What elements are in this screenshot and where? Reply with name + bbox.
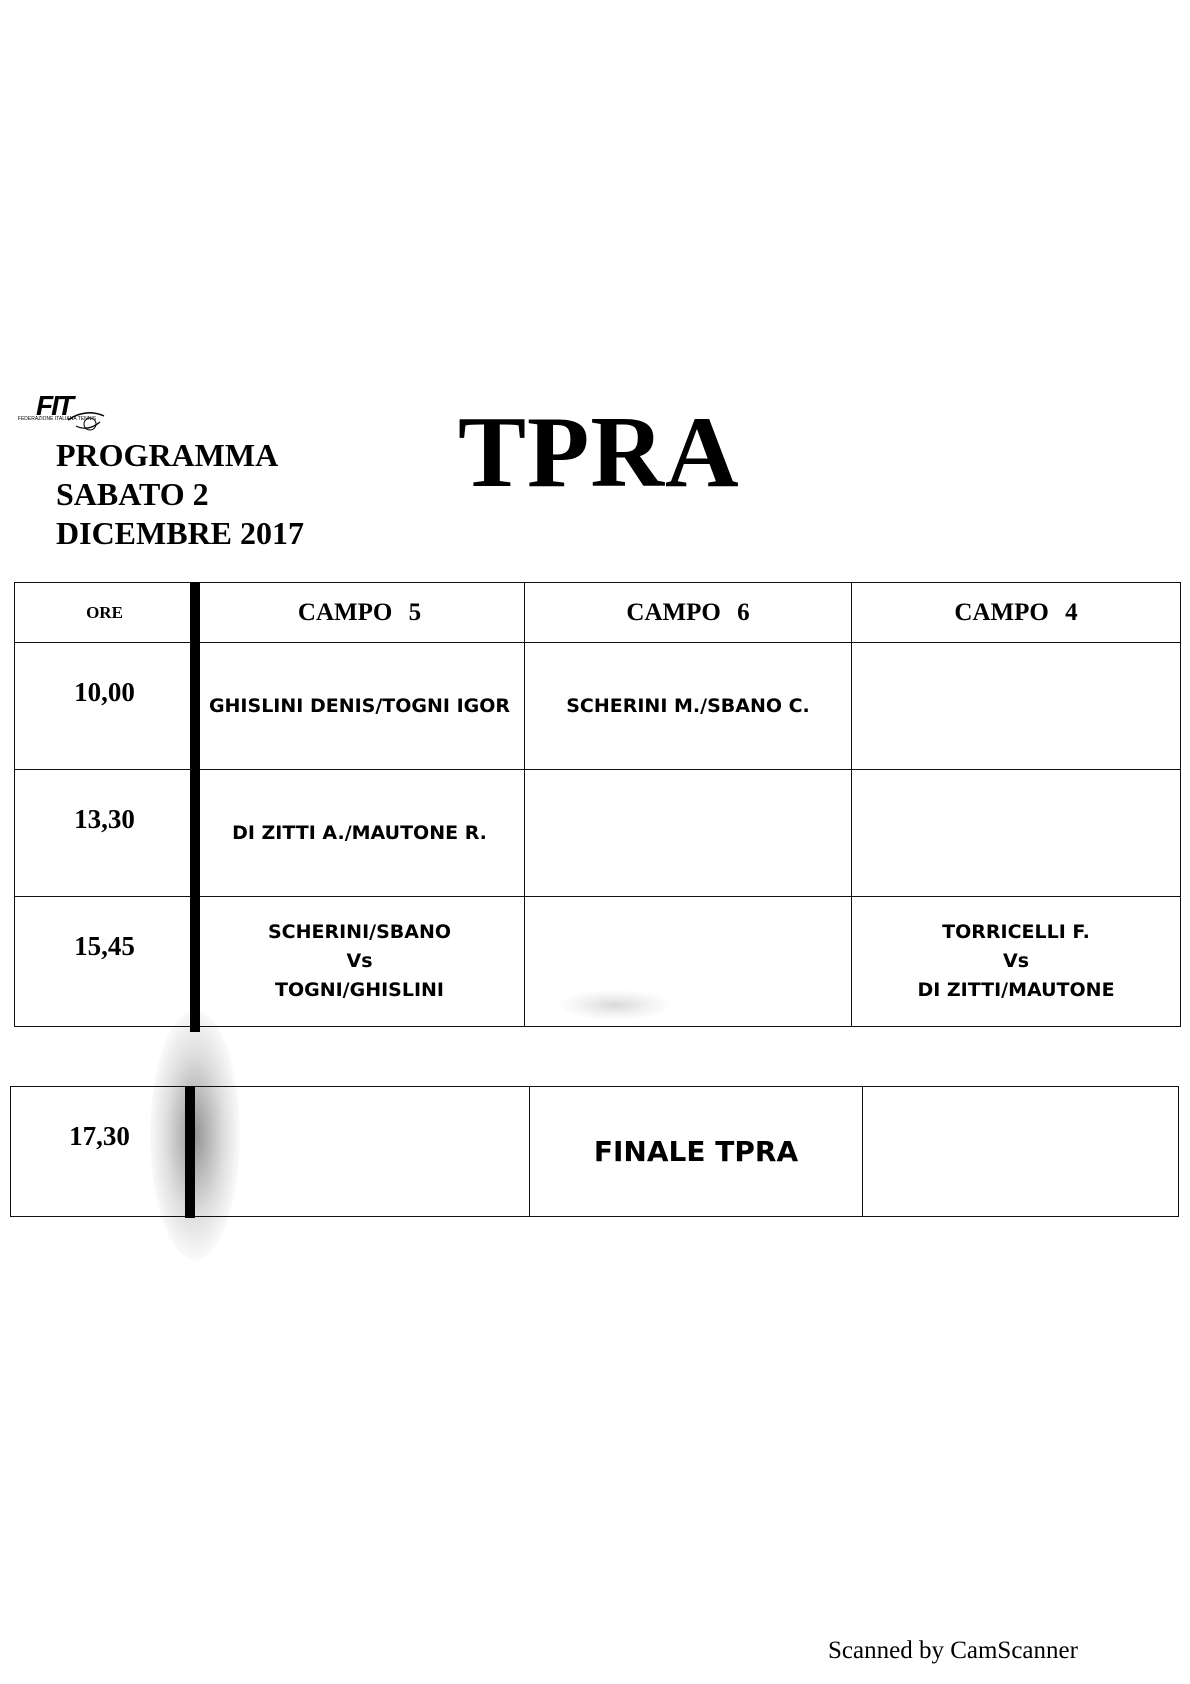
match-line: SCHERINI/SBANO xyxy=(267,921,452,943)
match-cell-empty xyxy=(862,1086,1179,1217)
table-header-row: ORE CAMPO 5 CAMPO 6 CAMPO 4 xyxy=(14,582,1181,643)
match-cell: SCHERINI/SBANO Vs TOGNI/GHISLINI xyxy=(194,896,525,1027)
match-cell-empty xyxy=(524,896,852,1027)
program-date-line: SABATO 2 xyxy=(56,476,209,512)
column-divider xyxy=(190,582,200,1032)
program-date-line: DICEMBRE 2017 xyxy=(56,515,305,551)
column-header-campo-6: CAMPO 6 xyxy=(524,582,852,643)
match-cell-empty xyxy=(524,769,852,897)
match-line: TORRICELLI F. xyxy=(942,921,1090,943)
match-line: TOGNI/GHISLINI xyxy=(274,979,444,1001)
column-header-campo-5: CAMPO 5 xyxy=(194,582,525,643)
match-line: DI ZITTI/MAUTONE xyxy=(917,979,1115,1001)
match-cell: DI ZITTI A./MAUTONE R. xyxy=(194,769,525,897)
final-table: 17,30 FINALE TPRA xyxy=(10,1086,1179,1217)
final-row: 17,30 FINALE TPRA xyxy=(10,1086,1179,1217)
column-header-ore: ORE xyxy=(14,582,195,643)
match-cell-empty xyxy=(851,642,1181,770)
table-row: 15,45 SCHERINI/SBANO Vs TOGNI/GHISLINI T… xyxy=(14,896,1181,1027)
scanner-footer: Scanned by CamScanner xyxy=(828,1637,1078,1664)
program-line: PROGRAMMA xyxy=(56,437,279,473)
finale-cell: FINALE TPRA xyxy=(529,1086,863,1217)
schedule-table: ORE CAMPO 5 CAMPO 6 CAMPO 4 10,00 GHISLI… xyxy=(14,582,1181,1027)
tennis-swoosh-icon xyxy=(67,412,105,431)
table-row: 10,00 GHISLINI DENIS/TOGNI IGOR SCHERINI… xyxy=(14,642,1181,770)
page-title: TPRA xyxy=(458,396,740,509)
program-heading: PROGRAMMA SABATO 2 DICEMBRE 2017 xyxy=(56,436,304,553)
match-line: DI ZITTI A./MAUTONE R. xyxy=(232,821,487,844)
column-header-campo-4: CAMPO 4 xyxy=(851,582,1181,643)
match-cell: GHISLINI DENIS/TOGNI IGOR xyxy=(194,642,525,770)
match-cell: TORRICELLI F. Vs DI ZITTI/MAUTONE xyxy=(851,896,1181,1027)
logo-mark: FIT xyxy=(36,390,74,421)
time-cell: 15,45 xyxy=(14,896,195,1027)
versus-label: Vs xyxy=(1002,950,1029,972)
logo-subtext: FEDERAZIONE ITALIANA TENNIS xyxy=(17,416,97,422)
match-cell: SCHERINI M./SBANO C. xyxy=(524,642,852,770)
column-divider xyxy=(185,1086,195,1218)
match-cell-empty xyxy=(188,1086,530,1217)
match-cell-empty xyxy=(851,769,1181,897)
time-cell: 13,30 xyxy=(14,769,195,897)
match-line: SCHERINI M./SBANO C. xyxy=(566,694,810,717)
fit-logo: FIT FEDERAZIONE ITALIANA TENNIS xyxy=(12,392,112,454)
match-line: GHISLINI DENIS/TOGNI IGOR xyxy=(208,694,511,717)
table-row: 13,30 DI ZITTI A./MAUTONE R. xyxy=(14,769,1181,897)
time-cell: 10,00 xyxy=(14,642,195,770)
versus-label: Vs xyxy=(346,950,373,972)
time-cell: 17,30 xyxy=(10,1086,189,1217)
